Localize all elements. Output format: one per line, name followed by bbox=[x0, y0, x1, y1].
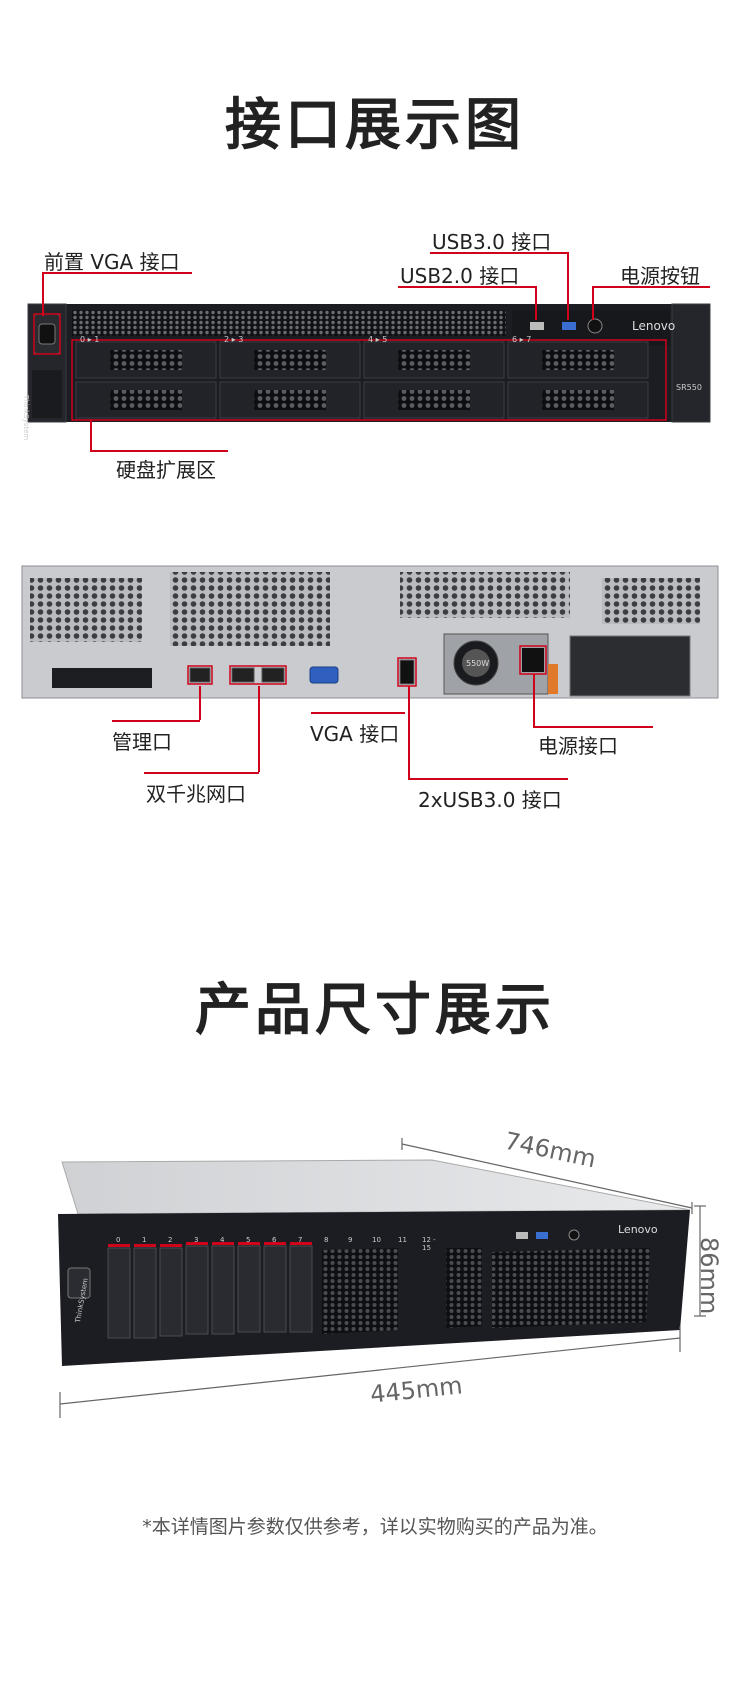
bay-number: 4 bbox=[220, 1236, 225, 1244]
leader-line bbox=[592, 286, 594, 320]
label-power-inlet: 电源接口 bbox=[538, 734, 618, 758]
dimension-height: 86mm bbox=[695, 1237, 723, 1315]
label-mgmt-port: 管理口 bbox=[112, 730, 172, 754]
section-title-dimensions: 产品尺寸展示 bbox=[195, 978, 555, 1043]
leader-line bbox=[258, 686, 260, 772]
leader-line bbox=[311, 712, 405, 714]
bay-label: 0 ▸ 1 bbox=[80, 335, 100, 344]
server-rear-view bbox=[21, 565, 719, 699]
bay-number: 11 bbox=[398, 1236, 407, 1244]
bay-number: 6 bbox=[272, 1236, 277, 1244]
label-dual-gbe: 双千兆网口 bbox=[146, 782, 246, 806]
server-front-view bbox=[27, 303, 711, 423]
bay-label: 4 ▸ 5 bbox=[368, 335, 388, 344]
bay-number: 0 bbox=[116, 1236, 121, 1244]
leader-line bbox=[144, 772, 259, 774]
label-rear-usb: 2xUSB3.0 接口 bbox=[418, 788, 562, 812]
leader-line bbox=[408, 778, 568, 780]
section-title-interfaces: 接口展示图 bbox=[225, 93, 525, 158]
leader-line bbox=[398, 286, 536, 288]
bay-number: 7 bbox=[298, 1236, 303, 1244]
bay-label: 2 ▸ 3 bbox=[224, 335, 244, 344]
leader-line bbox=[90, 450, 228, 452]
leader-line bbox=[535, 286, 537, 320]
bay-number: 12 - 15 bbox=[422, 1236, 436, 1252]
leader-line bbox=[42, 272, 192, 274]
label-drive-bays: 硬盘扩展区 bbox=[116, 458, 216, 482]
label-usb2: USB2.0 接口 bbox=[400, 264, 520, 288]
front-model-label: SR550 bbox=[676, 383, 702, 392]
leader-line bbox=[567, 252, 569, 320]
psu-wattage: 550W bbox=[466, 659, 490, 668]
leader-line bbox=[592, 286, 710, 288]
bay-number: 1 bbox=[142, 1236, 147, 1244]
leader-line bbox=[42, 272, 44, 316]
leader-line bbox=[533, 726, 653, 728]
front-brand-logo: Lenovo bbox=[632, 319, 676, 333]
leader-line bbox=[430, 252, 568, 254]
bay-number: 2 bbox=[168, 1236, 173, 1244]
bay-number: 8 bbox=[324, 1236, 329, 1244]
footnote-disclaimer: *本详情图片参数仅供参考，详以实物购买的产品为准。 bbox=[142, 1516, 608, 1538]
bay-number: 9 bbox=[348, 1236, 353, 1244]
label-power-button: 电源按钮 bbox=[620, 264, 700, 288]
dimension-lines bbox=[59, 1138, 706, 1418]
bay-label: 6 ▸ 7 bbox=[512, 335, 532, 344]
label-front-vga: 前置 VGA 接口 bbox=[44, 250, 180, 274]
leader-line bbox=[533, 674, 535, 726]
leader-line bbox=[112, 720, 200, 722]
bay-number: 10 bbox=[372, 1236, 381, 1244]
bay-number: 5 bbox=[246, 1236, 251, 1244]
leader-line bbox=[90, 420, 92, 450]
label-usb3: USB3.0 接口 bbox=[432, 230, 552, 254]
front-side-brand: ThinkSystem bbox=[22, 395, 30, 441]
leader-line bbox=[199, 686, 201, 720]
dims-brand-logo: Lenovo bbox=[618, 1223, 658, 1236]
server-perspective-view bbox=[58, 1159, 691, 1366]
leader-line bbox=[408, 686, 410, 778]
bay-number: 3 bbox=[194, 1236, 199, 1244]
bay-number-row: 0 1 2 3 4 5 6 7 8 9 10 11 12 - 15 bbox=[108, 1236, 438, 1252]
label-rear-vga: VGA 接口 bbox=[310, 722, 400, 746]
